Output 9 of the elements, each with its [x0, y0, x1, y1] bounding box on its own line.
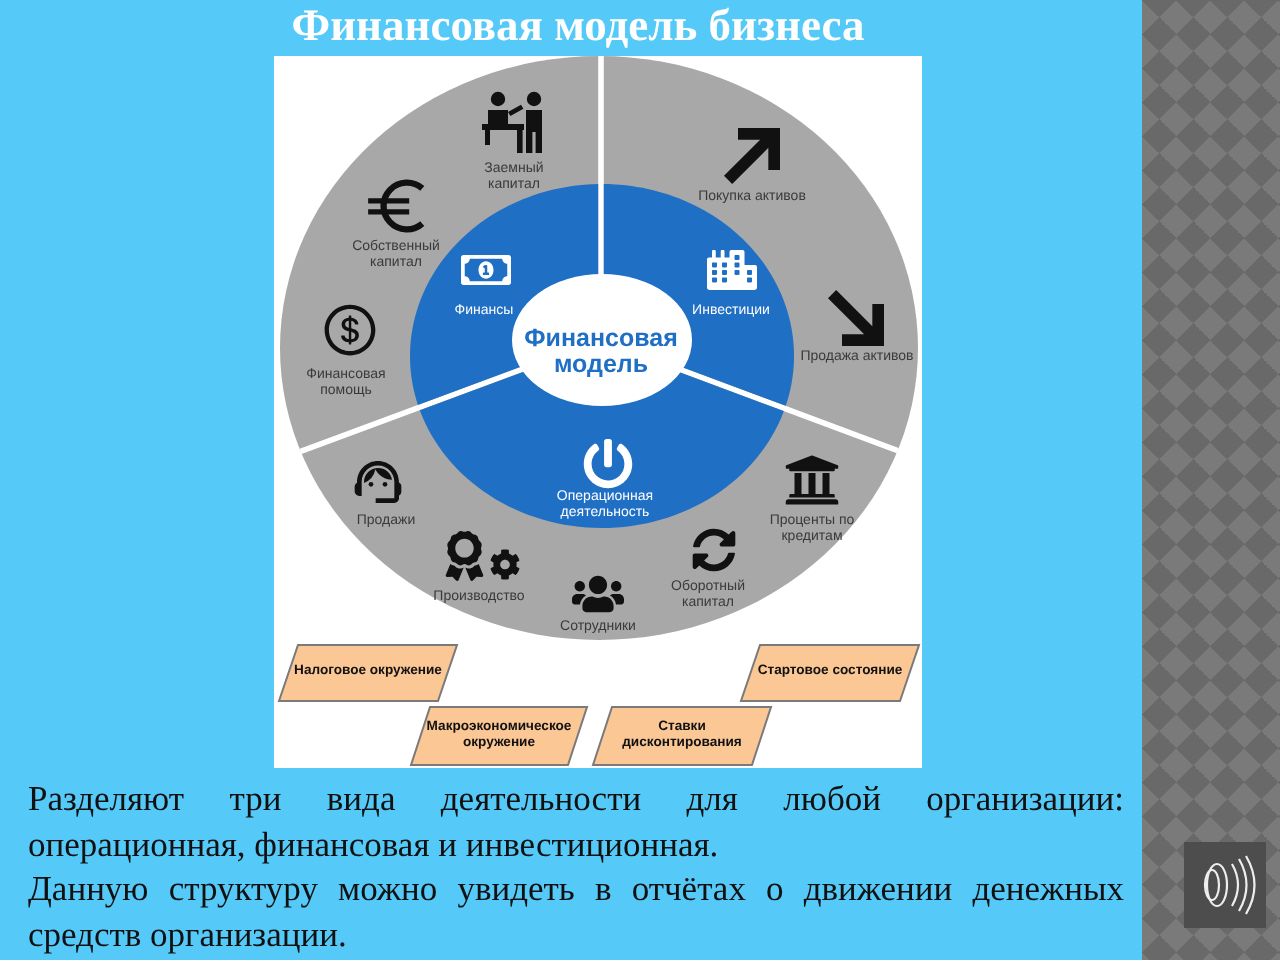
- body-paragraph: Разделяют три вида деятельности для любой организации: операционная, финансовая и инвестиционная.: [28, 776, 1124, 866]
- slide-title: Финансовая модель бизнеса: [291, 0, 865, 52]
- center-title: Финансовая модель: [522, 326, 680, 378]
- outer-ring: [280, 56, 918, 640]
- factor-parallelogram: [410, 706, 588, 766]
- factor-parallelogram: [592, 706, 772, 766]
- body-paragraph: Данную структуру можно увидеть в отчётах о движении денежных средств организации.: [28, 866, 1124, 956]
- factor-parallelogram: [278, 644, 458, 702]
- factor-parallelogram: [740, 644, 920, 702]
